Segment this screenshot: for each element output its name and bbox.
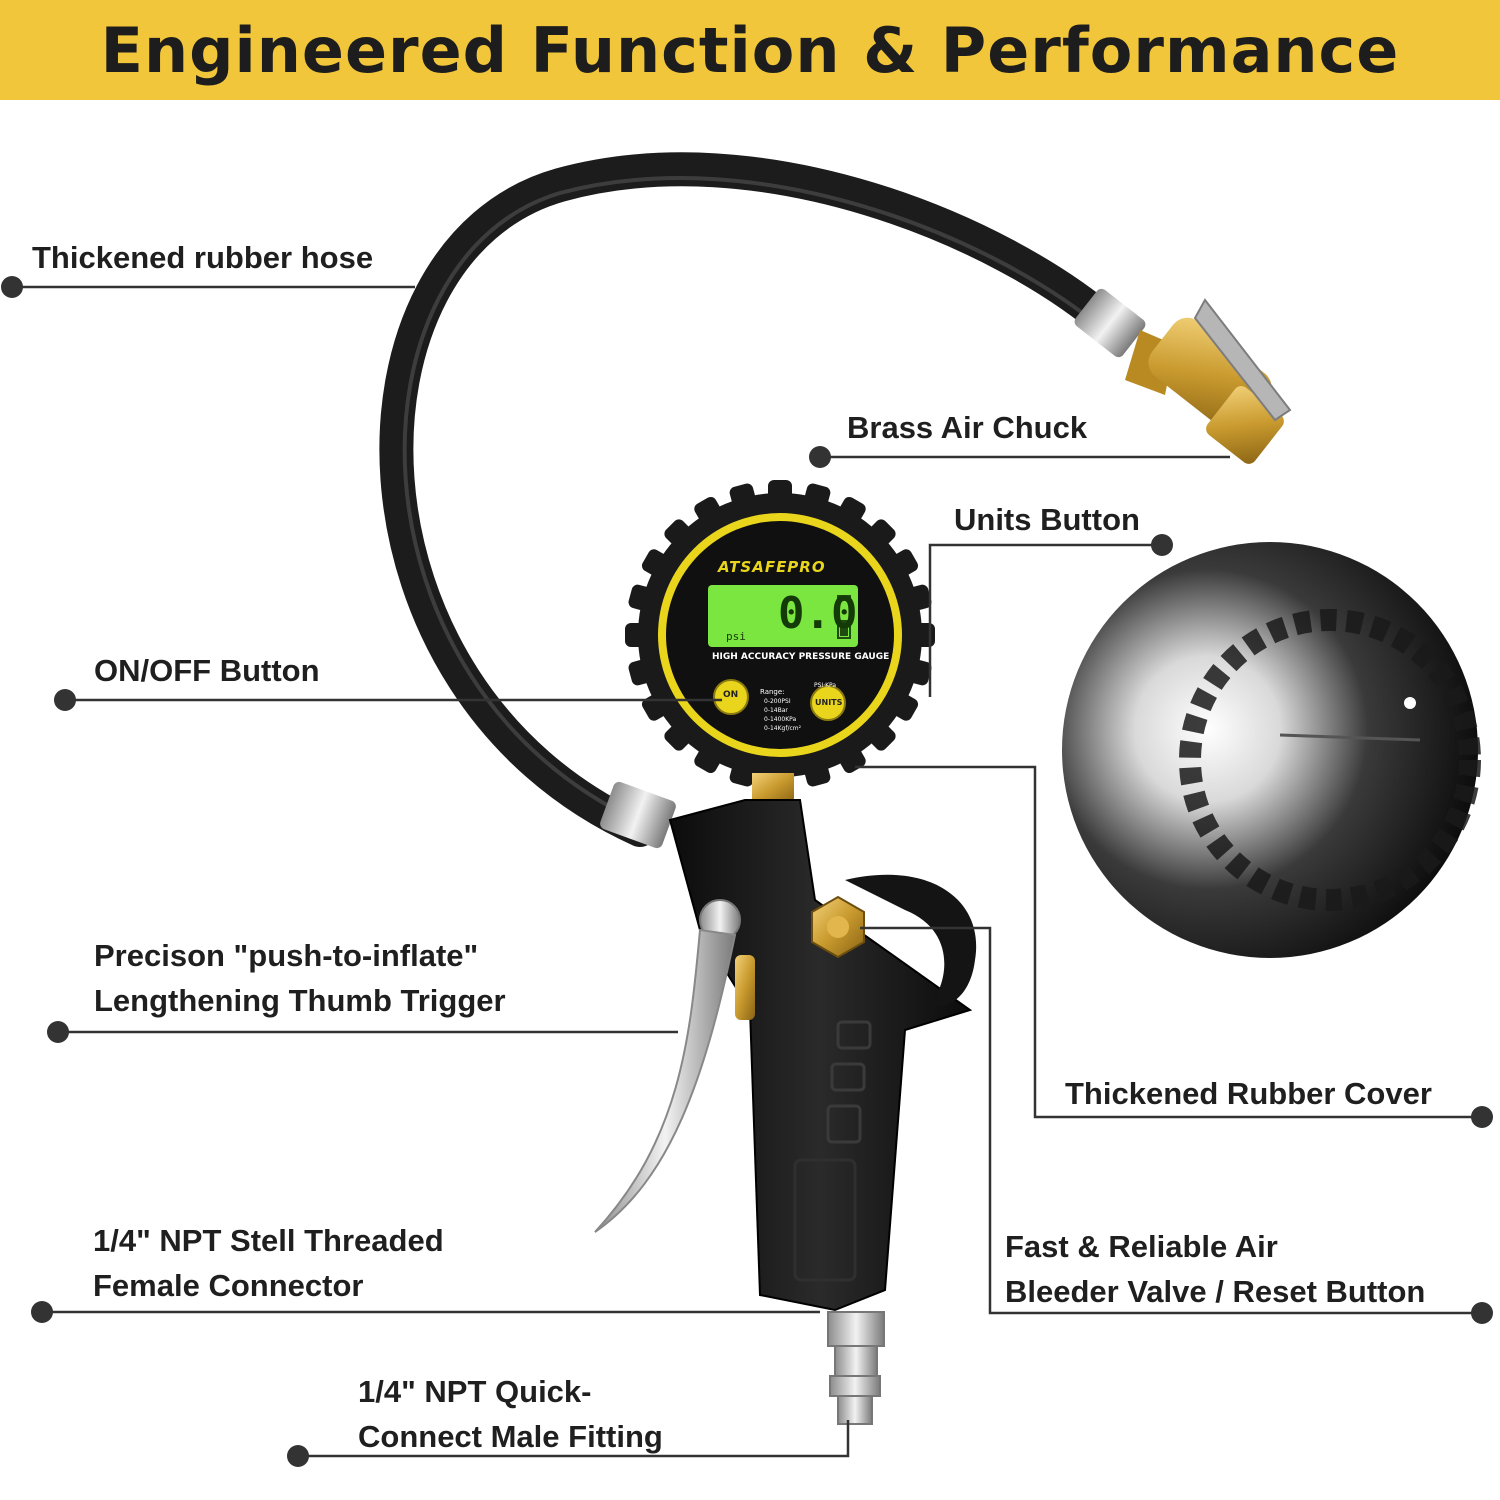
label-chuck: Brass Air Chuck: [847, 410, 1088, 445]
gun-body: [668, 799, 977, 1312]
range-psi: 0-200PSI: [764, 698, 791, 705]
label-hose: Thickened rubber hose: [32, 240, 374, 275]
lower-ferrule: [600, 781, 676, 849]
callout-dots: [1, 276, 1493, 1467]
label-trigger-line2: Lengthening Thumb Trigger: [94, 983, 506, 1018]
range-kgf: 0-14Kgf/cm²: [764, 725, 802, 732]
gauge-neck: [752, 773, 794, 803]
callout-lines: [12, 285, 1482, 1458]
upper-ferrule: [1074, 288, 1146, 358]
units-button[interactable]: UNITS: [815, 698, 843, 707]
label-fitting-line2: Connect Male Fitting: [358, 1419, 663, 1454]
label-bleeder-line2: Bleeder Valve / Reset Button: [1005, 1274, 1426, 1309]
units-button-top: PSI·KPa: [814, 682, 837, 689]
rubber-hose: [379, 152, 1127, 847]
gauge-caption: HIGH ACCURACY PRESSURE GAUGE: [712, 652, 890, 662]
label-bleeder-line1: Fast & Reliable Air: [1005, 1229, 1278, 1264]
bleeder-valve: [811, 895, 865, 959]
quick-connect-fitting: [827, 1311, 885, 1425]
title-banner: Engineered Function & Performance: [0, 0, 1500, 100]
brass-air-chuck: [1125, 298, 1292, 464]
on-button-shape: [713, 679, 749, 715]
units-button-shape: [810, 685, 846, 721]
range-bar: 0-14Bar: [764, 707, 788, 714]
range-kpa: 0-1400KPa: [764, 716, 797, 723]
lcd-reading: 0.0: [778, 588, 858, 639]
label-fitting-line1: 1/4" NPT Quick-: [358, 1374, 592, 1409]
page-title: Engineered Function & Performance: [100, 13, 1400, 87]
label-onoff-button: ON/OFF Button: [94, 653, 320, 688]
thumb-trigger: [594, 899, 755, 1233]
range-title: Range:: [760, 688, 785, 696]
lcd-screen: [708, 585, 858, 647]
label-units-button: Units Button: [954, 502, 1140, 537]
on-button[interactable]: ON: [723, 690, 739, 700]
backlight-inset: [1062, 542, 1481, 958]
label-connector-line1: 1/4" NPT Stell Threaded: [93, 1223, 444, 1258]
label-connector-line2: Female Connector: [93, 1268, 364, 1303]
label-cover: Thickened Rubber Cover: [1065, 1076, 1432, 1111]
label-trigger-line1: Precison "push-to-inflate": [94, 938, 479, 973]
lcd-unit: psi: [726, 630, 746, 643]
hose-highlight: [402, 176, 1106, 824]
gauge-brand: ATSAFEPRO: [718, 558, 826, 576]
